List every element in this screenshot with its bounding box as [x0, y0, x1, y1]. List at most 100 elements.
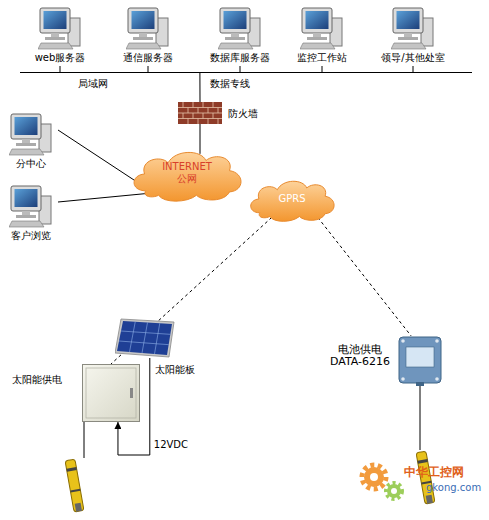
computer-icon — [300, 6, 344, 50]
logger-screw — [401, 377, 405, 381]
monitor-stand — [313, 33, 321, 37]
node-label: 分中心 — [4, 158, 58, 170]
brick-joint — [208, 119, 209, 125]
computer-icon — [126, 6, 170, 50]
monitor-base — [225, 37, 245, 40]
cabinet-icon — [82, 364, 140, 422]
monitor-frame — [302, 8, 332, 33]
probe-band — [70, 489, 80, 493]
monitor-stand — [22, 139, 30, 143]
probe-tip — [426, 495, 433, 504]
wireless-link — [111, 217, 272, 364]
monitor-base — [307, 37, 327, 40]
brick-joint — [183, 113, 184, 119]
brick-joint — [178, 113, 222, 114]
keyboard — [391, 43, 426, 49]
gear — [387, 484, 401, 498]
network-line — [58, 130, 135, 181]
monitor-frame — [220, 8, 250, 33]
watermark-text: gkong.com — [426, 482, 481, 494]
monitor-base — [16, 215, 36, 218]
probe-body — [65, 459, 84, 512]
network-line — [200, 124, 201, 154]
probe-tip — [75, 503, 82, 512]
logger-screw — [435, 339, 439, 343]
node-label: INTERNET 公网 — [157, 161, 217, 185]
keyboard — [9, 221, 44, 227]
brick-joint — [178, 118, 222, 119]
monitor-frame — [11, 114, 41, 139]
monitor-stand — [231, 33, 239, 37]
logger-screw — [401, 339, 405, 343]
brick-joint — [203, 113, 204, 119]
panel-grid — [142, 323, 148, 354]
logger-case — [399, 337, 441, 383]
pc-node: 分中心 — [4, 112, 58, 172]
cabinet-node: 太阳能供电 — [82, 364, 140, 422]
wireless-link — [318, 217, 411, 336]
monitor-base — [398, 37, 418, 40]
brick-joint — [198, 108, 199, 114]
panel-grid — [130, 322, 136, 352]
monitor-screen — [15, 117, 38, 135]
node-label: 通信服务器 — [110, 52, 186, 64]
sensor-cable — [420, 386, 421, 450]
network-line — [58, 193, 152, 202]
gear-teeth — [386, 483, 402, 499]
monitor-base — [133, 37, 153, 40]
monitor-screen — [132, 11, 155, 29]
bus-node: 局域网数据专线 — [20, 72, 472, 92]
cabinet-handle — [130, 388, 133, 398]
pc-node: 数据库服务器 — [198, 6, 282, 66]
monitor-stand — [404, 33, 412, 37]
node-label: 太阳能供电 — [12, 374, 62, 386]
network-line — [199, 72, 200, 102]
monitor-stand — [51, 33, 59, 37]
monitor-screen — [15, 189, 38, 207]
solar-panel-icon — [115, 318, 175, 358]
watermark-text: 中华工控网 — [404, 466, 464, 478]
node-label: 太阳能板 — [155, 364, 195, 376]
panel-grid — [155, 323, 160, 354]
monitor-frame — [40, 8, 70, 33]
pc-node: web服务器 — [22, 6, 98, 66]
brick-joint — [188, 119, 189, 125]
monitor-screen — [44, 11, 67, 29]
computer-icon — [38, 6, 82, 50]
brick-joint — [193, 102, 194, 108]
brick-joint — [218, 108, 219, 114]
brick-joint — [208, 108, 209, 114]
panel-frame — [115, 319, 174, 357]
keyboard — [126, 43, 161, 49]
keyboard — [300, 43, 335, 49]
cloud-outline — [134, 152, 241, 201]
computer-icon — [391, 6, 435, 50]
computer-icon — [9, 112, 53, 156]
device-node: 电池供电 DATA-6216 — [398, 336, 442, 386]
cloud-node: GPRS — [246, 176, 338, 222]
watermark-logo — [362, 465, 402, 499]
cabinet-body — [83, 365, 140, 422]
cable-gland — [416, 382, 424, 386]
logger-screw — [435, 377, 439, 381]
monitor-screen — [397, 11, 420, 29]
monitor-stand — [139, 33, 147, 37]
probe-band — [66, 467, 76, 472]
pc-node: 领导/其他处室 — [368, 6, 458, 66]
gear — [364, 467, 384, 487]
brick-joint — [203, 102, 204, 108]
brick-joint — [188, 108, 189, 114]
node-label: 监控工作站 — [284, 52, 360, 64]
node-label: 电池供电 DATA-6216 — [326, 344, 394, 368]
brick-joint — [213, 102, 214, 108]
node-label: 防火墙 — [228, 108, 258, 120]
monitor-frame — [393, 8, 423, 33]
wall-node: 防火墙 — [178, 102, 222, 124]
monitor-stand — [22, 211, 30, 215]
logger-window — [406, 347, 434, 367]
panel-cells — [117, 321, 172, 355]
sensor-cable — [84, 422, 85, 458]
brick-joint — [213, 113, 214, 119]
monitor-base — [16, 143, 36, 146]
